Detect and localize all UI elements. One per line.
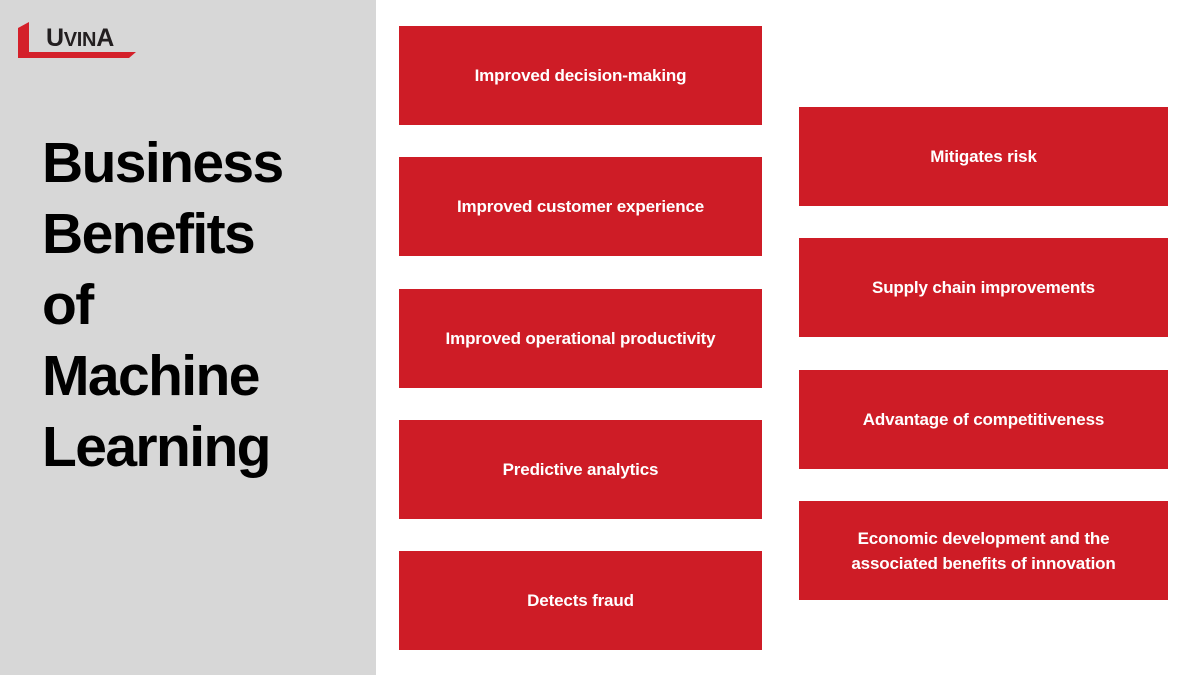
benefit-label: Improved operational productivity (445, 329, 716, 348)
page-title-line-3: of (42, 273, 94, 337)
benefit-label: Detects fraud (527, 591, 634, 610)
logo-wordmark-vin: VIN (63, 29, 97, 51)
benefit-box[interactable]: Mitigates risk (799, 107, 1168, 206)
logo-wordmark: UVINA (46, 25, 114, 53)
logo-wordmark-u: U (46, 24, 64, 52)
benefit-box[interactable]: Improved customer experience (399, 157, 762, 256)
benefit-box[interactable]: Detects fraud (399, 551, 762, 650)
benefit-label: Advantage of competitiveness (862, 410, 1105, 429)
benefit-box[interactable]: Improved operational productivity (399, 289, 762, 388)
benefit-box[interactable]: Improved decision-making (399, 26, 762, 125)
logo-l-mark-icon (18, 22, 136, 58)
page-title-line-2: Benefits (42, 202, 256, 266)
page-title-line-1: Business (42, 131, 284, 195)
luvina-logo[interactable]: UVINA (16, 22, 146, 58)
benefit-box[interactable]: Predictive analytics (399, 420, 762, 519)
benefit-label: Predictive analytics (502, 460, 659, 479)
benefit-box[interactable]: Economic development and the associated … (799, 501, 1168, 600)
benefit-box[interactable]: Supply chain improvements (799, 238, 1168, 337)
benefit-label: Supply chain improvements (872, 278, 1095, 297)
benefit-box[interactable]: Advantage of competitiveness (799, 370, 1168, 469)
benefit-label: Mitigates risk (930, 147, 1037, 166)
page-title-line-4: Machine (42, 344, 260, 408)
benefit-label: Improved customer experience (456, 197, 705, 216)
page-title-line-5: Learning (42, 415, 272, 479)
left-panel (0, 0, 376, 675)
page-title: Business Benefits of Machine Learning (42, 128, 352, 483)
benefit-label: Improved decision-making (474, 66, 687, 85)
benefit-label: Economic development and the associated … (851, 528, 1116, 573)
logo-wordmark-a: A (96, 24, 114, 52)
